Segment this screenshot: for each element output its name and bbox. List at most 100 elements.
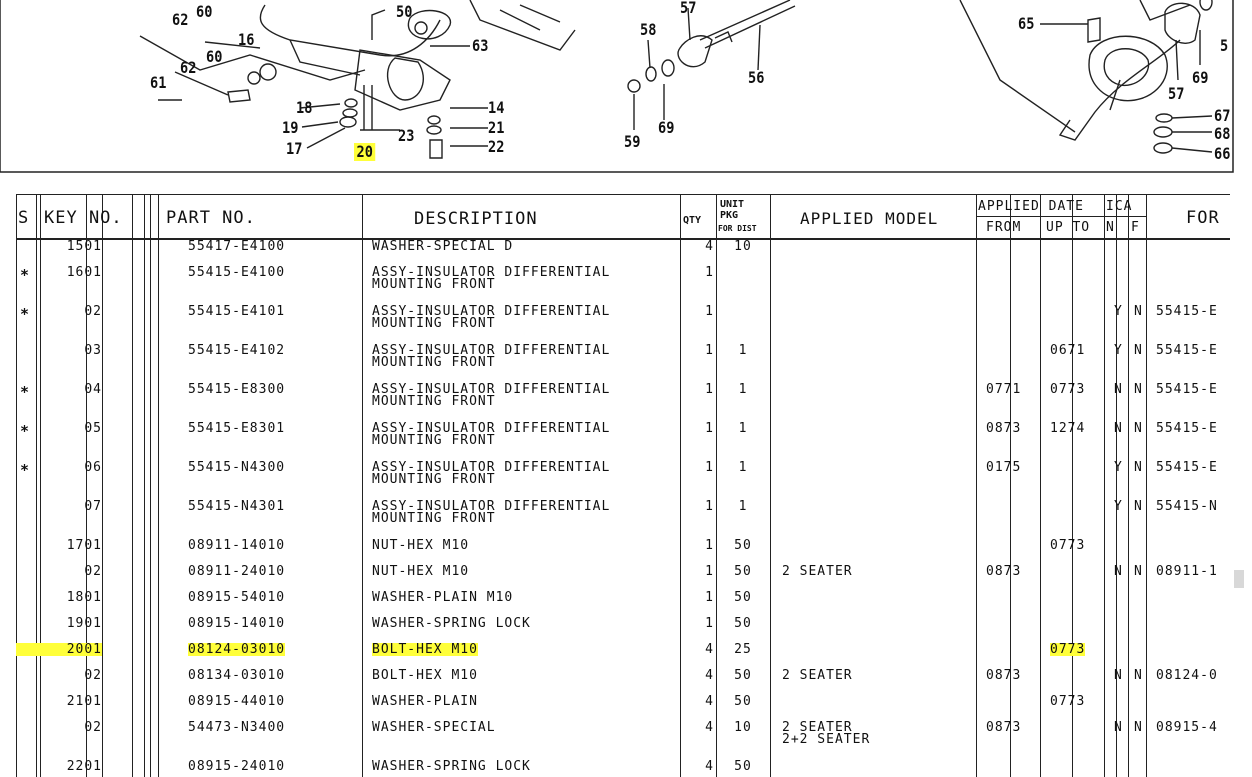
callout-67: 67 xyxy=(1214,106,1231,125)
cell-key: 05 xyxy=(84,421,102,436)
cell-part: 55415-N4300 xyxy=(188,460,286,475)
cell-desc2: MOUNTING FRONT xyxy=(372,394,496,409)
diagram-drawing xyxy=(0,0,1234,173)
cell-unit: 25 xyxy=(734,642,752,657)
cell-s: * xyxy=(20,422,30,440)
cell-key: 1501 xyxy=(66,239,102,254)
cell-upto: 0773 xyxy=(1050,694,1086,709)
header-applied-date: APPLIED DATE xyxy=(978,199,1084,214)
cell-desc: WASHER-SPRING LOCK xyxy=(372,759,531,774)
cell-key: 2101 xyxy=(66,694,102,709)
callout-57: 57 xyxy=(680,0,697,17)
callout-69: 69 xyxy=(658,118,675,137)
cell-from: 0873 xyxy=(986,564,1022,579)
cell-key: 02 xyxy=(84,668,102,683)
callout-23: 23 xyxy=(398,126,415,145)
cell-part: 08915-44010 xyxy=(188,694,286,709)
cell-for: 08915-4 xyxy=(1156,720,1218,735)
cell-desc2: MOUNTING FRONT xyxy=(372,316,496,331)
cell-key: 1901 xyxy=(66,616,102,631)
header-for-dist: FOR DIST xyxy=(718,224,757,233)
header-s: S xyxy=(18,208,30,228)
cell-from: 0771 xyxy=(986,382,1022,397)
cell-f: N xyxy=(1134,460,1143,475)
cell-part: 08911-24010 xyxy=(188,564,286,579)
cell-qty: 1 xyxy=(705,421,714,436)
header-ica: ICA xyxy=(1106,199,1133,214)
cell-qty: 1 xyxy=(705,499,714,514)
cell-part: 55417-E4100 xyxy=(188,239,286,254)
cell-qty: 4 xyxy=(705,694,714,709)
exploded-parts-diagram: 62 60 50 16 63 60 62 61 18 14 19 21 17 2… xyxy=(0,0,1252,174)
cell-key: 1701 xyxy=(66,538,102,553)
cell-for: 55415-E xyxy=(1156,343,1218,358)
parts-table: S KEY NO. PART NO. DESCRIPTION QTY UNIT … xyxy=(16,194,1230,777)
scroll-grip[interactable] xyxy=(1234,570,1244,588)
cell-unit: 1 xyxy=(738,421,748,436)
callout-60b: 60 xyxy=(206,47,223,66)
cell-upto: 1274 xyxy=(1050,421,1086,436)
cell-unit: 50 xyxy=(734,759,752,774)
callout-57b: 57 xyxy=(1168,84,1185,103)
callout-14: 14 xyxy=(488,98,505,117)
header-key-no: KEY NO. xyxy=(44,208,123,228)
cell-desc: NUT-HEX M10 xyxy=(372,564,470,579)
cell-key: 02 xyxy=(84,564,102,579)
cell-n: N xyxy=(1114,382,1123,397)
cell-from: 0873 xyxy=(986,421,1022,436)
callout-22: 22 xyxy=(488,137,505,156)
cell-part: 08915-54010 xyxy=(188,590,286,605)
cell-qty: 4 xyxy=(705,720,714,735)
cell-unit: 50 xyxy=(734,616,752,631)
cell-part: 55415-E4101 xyxy=(188,304,286,319)
cell-unit: 50 xyxy=(734,564,752,579)
cell-part: 08915-24010 xyxy=(188,759,286,774)
header-from: FROM xyxy=(986,220,1022,235)
cell-desc: WASHER-SPECIAL D xyxy=(372,239,514,254)
cell-desc: WASHER-SPRING LOCK xyxy=(372,616,531,631)
cell-key: 02 xyxy=(84,720,102,735)
cell-key: 02 xyxy=(84,304,102,319)
callout-65: 65 xyxy=(1018,14,1035,33)
cell-desc: ASSY-INSULATOR DIFFERENTIAL xyxy=(372,382,611,397)
cell-part: 08911-14010 xyxy=(188,538,286,553)
cell-qty: 1 xyxy=(705,304,714,319)
cell-desc: ASSY-INSULATOR DIFFERENTIAL xyxy=(372,421,611,436)
cell-desc: BOLT-HEX M10 xyxy=(372,642,478,657)
cell-part: 08134-03010 xyxy=(188,668,286,683)
cell-unit: 1 xyxy=(738,343,748,358)
cell-key: 07 xyxy=(84,499,102,514)
cell-unit: 10 xyxy=(734,239,752,254)
cell-for: 08124-0 xyxy=(1156,668,1218,683)
cell-model: 2 SEATER xyxy=(782,668,853,683)
cell-desc2: MOUNTING FRONT xyxy=(372,433,496,448)
cell-model2: 2+2 SEATER xyxy=(782,732,871,747)
cell-n: N xyxy=(1114,564,1123,579)
callout-56: 56 xyxy=(748,68,765,87)
cell-s: * xyxy=(20,266,30,284)
cell-desc: ASSY-INSULATOR DIFFERENTIAL xyxy=(372,460,611,475)
callout-59: 59 xyxy=(624,132,641,151)
cell-unit: 50 xyxy=(734,668,752,683)
callout-50: 50 xyxy=(396,2,413,21)
cell-qty: 4 xyxy=(705,642,714,657)
cell-desc: NUT-HEX M10 xyxy=(372,538,470,553)
cell-desc2: MOUNTING FRONT xyxy=(372,511,496,526)
cell-desc: ASSY-INSULATOR DIFFERENTIAL xyxy=(372,304,611,319)
cell-key: 1801 xyxy=(66,590,102,605)
cell-f: N xyxy=(1134,499,1143,514)
cell-part: 55415-E8301 xyxy=(188,421,286,436)
cell-model: 2 SEATER xyxy=(782,564,853,579)
callout-18: 18 xyxy=(296,98,313,117)
cell-n: N xyxy=(1114,668,1123,683)
callout-69b: 69 xyxy=(1192,68,1209,87)
header-f: F xyxy=(1131,220,1140,235)
cell-key: 2201 xyxy=(66,759,102,774)
header-qty: QTY xyxy=(683,215,702,226)
cell-unit: 10 xyxy=(734,720,752,735)
callout-5: 5 xyxy=(1220,36,1229,55)
callout-60: 60 xyxy=(196,2,213,21)
header-up-to: UP TO xyxy=(1046,220,1091,235)
cell-from: 0873 xyxy=(986,668,1022,683)
header-n: N xyxy=(1106,220,1115,235)
